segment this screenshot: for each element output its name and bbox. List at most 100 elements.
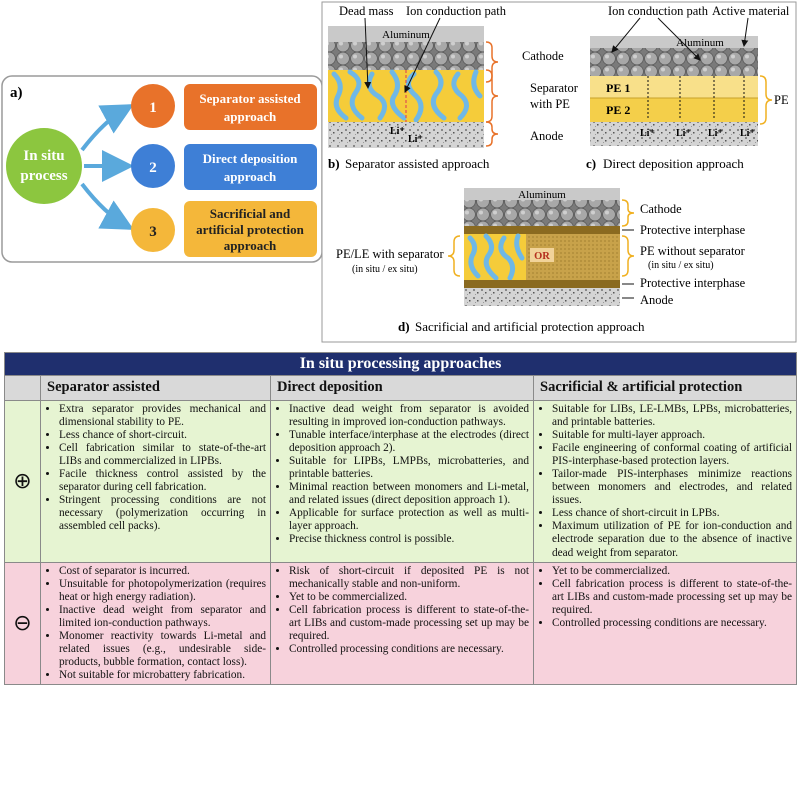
c-li-4: Li⁺ — [740, 128, 755, 139]
b-li-1: Li⁺ — [390, 126, 405, 137]
cons-sacrificial-cell: Yet to be commercialized. Cell fabricati… — [532, 561, 798, 685]
list-item: Cell fabrication process is different to… — [552, 578, 792, 617]
d-right-sub: (in situ / ex situ) — [648, 260, 714, 271]
list-item: Not suitable for microbattery fabricatio… — [59, 669, 266, 682]
c-cathode-layer — [590, 48, 758, 76]
num-2: 2 — [149, 160, 157, 176]
list-item: Inactive dead weight from separator and … — [59, 604, 266, 630]
item-3-box — [184, 201, 317, 257]
panel-a: a) In situ process 1 Separator assisted … — [1, 75, 323, 263]
list-item: Precise thickness control is possible. — [289, 533, 529, 546]
list-item: Tailor-made PIS-interphases minimize rea… — [552, 468, 792, 507]
c-caption: Direct deposition approach — [603, 156, 744, 171]
b-aluminum: Aluminum — [382, 29, 430, 41]
cons-direct-cell: Risk of short-circuit if deposited PE is… — [270, 561, 534, 685]
b-cathode-label: Cathode — [522, 49, 564, 63]
d-caption-letter: d) — [398, 319, 410, 334]
c-li-2: Li⁺ — [676, 128, 691, 139]
d-right-label: PE without separator — [640, 244, 746, 258]
list-item: Maximum utilization of PE for ion-conduc… — [552, 520, 792, 559]
list-item: Suitable for LIPBs, LMPBs, microbatterie… — [289, 455, 529, 481]
c-pe1-layer — [590, 76, 758, 98]
minus-circle-icon: ⊖ — [4, 561, 41, 685]
in-situ-process-circle — [6, 128, 82, 204]
list-item: Cell fabrication process is different to… — [289, 604, 529, 643]
b-li-2: Li⁺ — [408, 134, 423, 145]
panel-d: Aluminum OR Cathode Protective interphas… — [336, 188, 746, 334]
list-item: Controlled processing conditions are nec… — [289, 643, 529, 656]
item-2-line-1: Direct deposition — [203, 151, 298, 166]
b-caption: Separator assisted approach — [345, 156, 490, 171]
c-caption-letter: c) — [586, 156, 596, 171]
c-li-3: Li⁺ — [708, 128, 723, 139]
b-separator-label-2: with PE — [530, 97, 570, 111]
list-item: Suitable for multi-layer approach. — [552, 429, 792, 442]
comparison-table: In situ processing approaches Separator … — [3, 352, 798, 685]
list-item: Extra separator provides mechanical and … — [59, 403, 266, 429]
item-1-line-2: approach — [224, 109, 277, 124]
d-anode-label: Anode — [640, 293, 674, 307]
d-or: OR — [534, 251, 550, 262]
list-item: Yet to be commercialized. — [289, 591, 529, 604]
list-item: Tunable interface/interphase at the elec… — [289, 429, 529, 455]
list-item: Facile engineering of conformal coating … — [552, 442, 792, 468]
panel-a-label: a) — [10, 85, 23, 101]
num-3-circle — [131, 208, 175, 252]
d-caption: Sacrificial and artificial protection ap… — [415, 319, 645, 334]
list-item: Unsuitable for photopolymerization (requ… — [59, 578, 266, 604]
list-item: Risk of short-circuit if deposited PE is… — [289, 565, 529, 591]
center-line-1: In situ — [23, 148, 64, 164]
list-item: Applicable for surface protection as wel… — [289, 507, 529, 533]
list-item: Less chance of short-circuit. — [59, 429, 266, 442]
num-3: 3 — [149, 224, 157, 240]
b-anode-layer — [328, 122, 484, 148]
advantages-row: ⊕ Extra separator provides mechanical an… — [4, 400, 798, 563]
c-li-1: Li⁺ — [640, 128, 655, 139]
list-item: Inactive dead weight from separator is a… — [289, 403, 529, 429]
d-left-sub: (in situ / ex situ) — [352, 264, 418, 275]
figure-panels: a) In situ process 1 Separator assisted … — [1, 1, 797, 343]
c-pe1: PE 1 — [606, 81, 630, 95]
center-line-2: process — [20, 168, 67, 184]
header-separator-assisted: Separator assisted — [40, 375, 271, 401]
num-1-circle — [131, 84, 175, 128]
panel-c: Aluminum PE 1 PE 2 Li⁺ Li⁺ Li⁺ Li⁺ Ion c… — [586, 4, 790, 171]
c-ion-path: Ion conduction path — [608, 4, 709, 18]
item-3-line-3: approach — [224, 238, 277, 253]
header-sacrificial: Sacrificial & artificial protection — [532, 375, 798, 401]
d-aluminum: Aluminum — [518, 189, 566, 201]
b-anode-label: Anode — [530, 129, 564, 143]
d-anode-layer — [464, 288, 620, 306]
list-item: Yet to be commercialized. — [552, 565, 792, 578]
d-or-badge — [530, 248, 554, 262]
item-3-line-2: artificial protection — [196, 222, 304, 237]
b-separator-label-1: Separator — [530, 81, 579, 95]
list-item: Facile thickness control assisted by the… — [59, 468, 266, 494]
d-protective-bottom — [464, 280, 620, 288]
list-item: Controlled processing conditions are nec… — [552, 617, 792, 630]
b-ion-path: Ion conduction path — [406, 4, 507, 18]
c-pe2: PE 2 — [606, 103, 630, 117]
list-item: Cost of separator is incurred. — [59, 565, 266, 578]
item-1-line-1: Separator assisted — [199, 91, 301, 106]
header-direct-deposition: Direct deposition — [270, 375, 534, 401]
disadvantages-row: ⊖ Cost of separator is incurred. Unsuita… — [4, 561, 798, 685]
d-protective-bottom-label: Protective interphase — [640, 276, 746, 290]
list-item: Cell fabrication similar to state-of-the… — [59, 442, 266, 468]
b-dead-mass: Dead mass — [339, 4, 394, 18]
item-1-box — [184, 84, 317, 130]
d-cathode-layer — [464, 200, 620, 226]
num-1: 1 — [149, 100, 157, 116]
c-active-material: Active material — [712, 4, 790, 18]
c-anode-layer — [590, 122, 758, 146]
table-title: In situ processing approaches — [3, 352, 798, 376]
arrow-to-1 — [80, 104, 135, 152]
d-cathode-label: Cathode — [640, 202, 682, 216]
list-item: Suitable for LIBs, LE-LMBs, LPBs, microb… — [552, 403, 792, 429]
pros-separator-cell: Extra separator provides mechanical and … — [40, 400, 271, 563]
d-protective-top-label: Protective interphase — [640, 223, 746, 237]
header-empty — [4, 375, 41, 401]
item-2-box — [184, 144, 317, 190]
d-protective-top — [464, 226, 620, 234]
list-item: Monomer reactivity towards Li-metal and … — [59, 630, 266, 669]
